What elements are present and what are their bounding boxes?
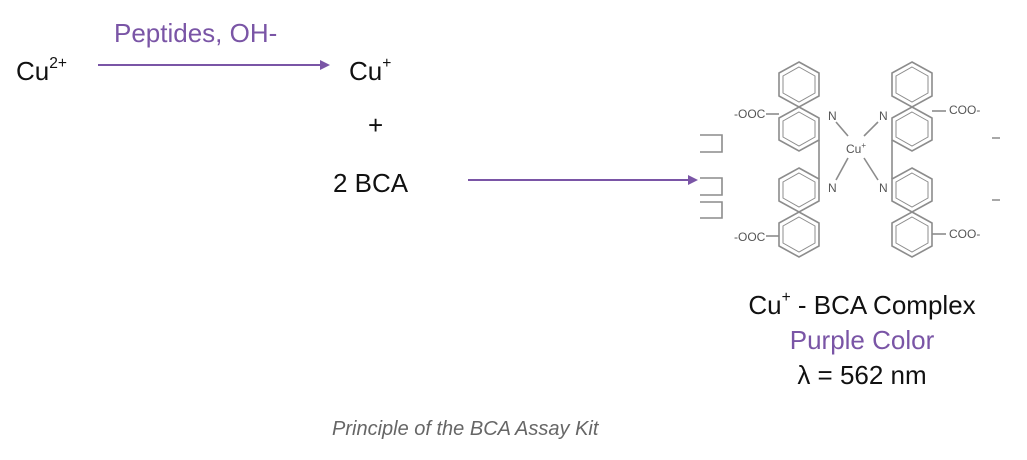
label-nitrogen: N — [828, 181, 837, 195]
label-nitrogen: N — [879, 109, 888, 123]
reaction-arrow-1 — [98, 60, 330, 70]
label-carboxylate-right-top: COO- — [949, 103, 980, 117]
label-carboxylate-left-top: -OOC — [734, 107, 766, 121]
label-nitrogen: N — [879, 181, 888, 195]
label-carboxylate-left-bottom: -OOC — [734, 230, 766, 244]
arrow1-label: Peptides, OH- — [114, 18, 278, 48]
complex-color: Purple Color — [789, 325, 935, 355]
reagent-2bca: 2 BCA — [333, 168, 409, 198]
complex-name: Cu+ - BCA Complex — [748, 289, 976, 320]
reactant-cu2: Cu2+ — [16, 55, 68, 86]
complex-wavelength: λ = 562 nm — [797, 360, 927, 390]
label-carboxylate-right-bottom: COO- — [949, 227, 980, 241]
label-metal-cu: Cu+ — [846, 141, 866, 156]
figure-caption: Principle of the BCA Assay Kit — [332, 418, 599, 440]
reaction-arrow-2 — [468, 175, 698, 185]
plus-sign: + — [368, 110, 384, 140]
label-nitrogen: N — [828, 109, 837, 123]
cu-bca-complex-structure: -OOC -OOC COO- COO- N N N N Cu+ — [700, 61, 1000, 258]
product-cu1: Cu+ — [349, 55, 392, 86]
